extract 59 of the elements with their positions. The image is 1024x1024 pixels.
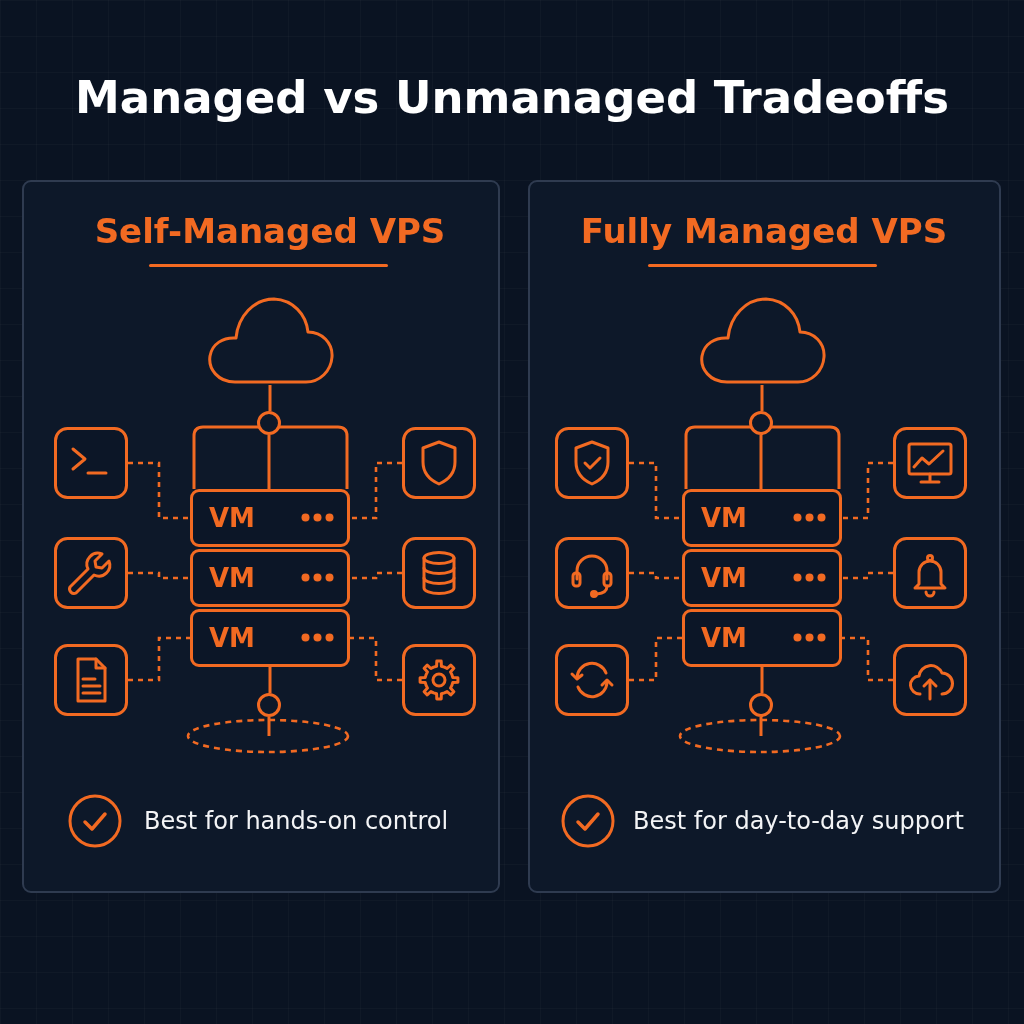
terminal-icon xyxy=(54,427,128,499)
server-unit xyxy=(682,549,842,607)
database-icon xyxy=(402,537,476,609)
dotted-connector xyxy=(128,461,190,520)
panel-heading: Fully Managed VPS xyxy=(580,210,948,252)
dotted-connector xyxy=(350,461,402,520)
connector-line xyxy=(759,717,763,736)
panel-heading: Self-Managed VPS xyxy=(94,210,446,252)
monitor-chart-icon xyxy=(893,427,967,499)
shield-check-icon xyxy=(555,427,629,499)
dotted-connector xyxy=(629,636,682,682)
page-title: Managed vs Unmanaged Tradeoffs xyxy=(75,70,949,126)
cloud-icon xyxy=(697,295,827,385)
connector-line xyxy=(267,717,271,736)
vm-label: VM xyxy=(701,503,747,533)
connector-line xyxy=(268,385,272,411)
document-icon xyxy=(54,644,128,716)
server-unit xyxy=(190,609,350,667)
dotted-connector xyxy=(842,636,893,682)
vm-label: VM xyxy=(701,563,747,593)
wrench-icon xyxy=(54,537,128,609)
server-unit xyxy=(190,489,350,547)
cloud-icon xyxy=(205,295,335,385)
dashed-ellipse xyxy=(186,718,350,754)
connector-line xyxy=(268,667,272,693)
headset-icon xyxy=(555,537,629,609)
panel-card xyxy=(528,180,1001,893)
cloud-upload-icon xyxy=(893,644,967,716)
server-unit xyxy=(682,609,842,667)
vm-label: VM xyxy=(209,563,255,593)
gear-icon xyxy=(402,644,476,716)
bell-icon xyxy=(893,537,967,609)
dotted-connector xyxy=(128,636,190,682)
shield-icon xyxy=(402,427,476,499)
dotted-connector xyxy=(629,571,682,580)
dotted-connector xyxy=(128,571,190,580)
connector-line xyxy=(759,435,763,489)
dotted-connector xyxy=(350,636,402,682)
dotted-connector xyxy=(350,571,402,580)
summary-text: Best for day-to-day support xyxy=(633,806,964,836)
junction-circle xyxy=(749,693,773,717)
dashed-ellipse xyxy=(678,718,842,754)
dotted-connector xyxy=(629,461,682,520)
dotted-connector xyxy=(842,571,893,580)
vm-label: VM xyxy=(209,503,255,533)
connector-line xyxy=(760,667,764,693)
summary-text: Best for hands-on control xyxy=(144,806,449,836)
junction-circle xyxy=(257,411,281,435)
vm-label: VM xyxy=(209,623,255,653)
junction-circle xyxy=(257,693,281,717)
panel-card xyxy=(22,180,500,893)
vm-label: VM xyxy=(701,623,747,653)
connector-line xyxy=(760,385,764,411)
connector-line xyxy=(267,435,271,489)
dotted-connector xyxy=(842,461,893,520)
junction-circle xyxy=(749,411,773,435)
sync-icon xyxy=(555,644,629,716)
server-unit xyxy=(682,489,842,547)
server-unit xyxy=(190,549,350,607)
